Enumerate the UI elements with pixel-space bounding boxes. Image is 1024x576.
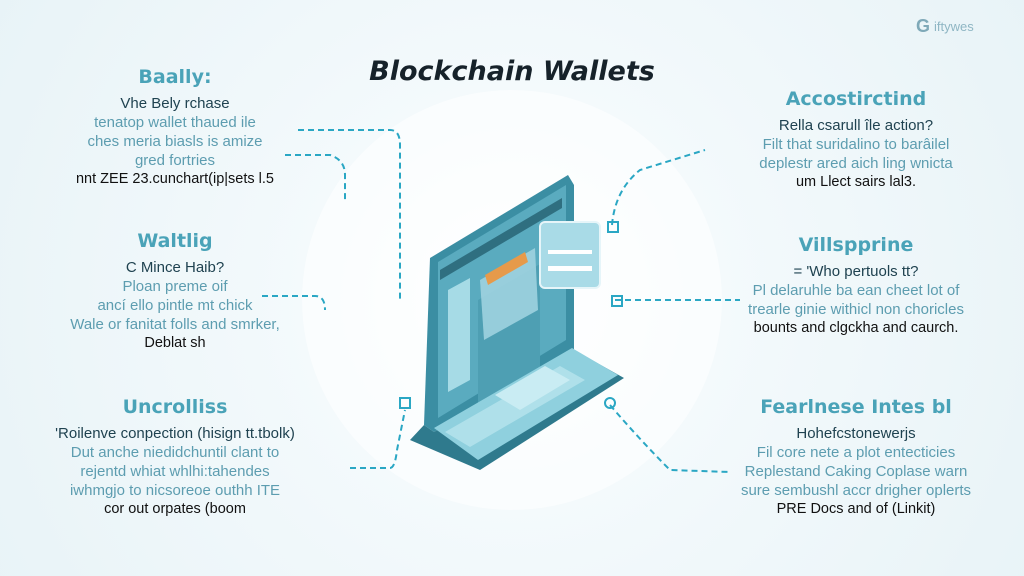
block-body-line: rejentd whiat whlhi:tahendes: [80, 463, 270, 480]
connector-bottom-right: [609, 404, 731, 473]
laptop-illustration: [410, 175, 624, 470]
connector-top-right: [611, 149, 706, 226]
block-subheading: 'Roilenve conpection (hisign tt.tbolk): [55, 425, 295, 442]
block-body-line: Replestand Caking Coplase warn: [744, 463, 968, 480]
block-body-line: ches meria biasls is amize: [87, 133, 263, 150]
info-block-4: Accostirctind Rella csarull île action? …: [696, 88, 1016, 192]
info-block-6: Fearlnese Intes bl Hohefcstonewerjs Fil …: [696, 396, 1016, 519]
block-subheading: Rella csarull île action?: [778, 117, 934, 134]
block-footer-line: cor out orpates (boom: [104, 501, 246, 517]
block-body-line: gred fortries: [134, 152, 216, 169]
block-subheading: C Mince Haib?: [125, 259, 225, 276]
block-subheading: = 'Who pertuols tt?: [793, 263, 919, 280]
block-heading: Uncrolliss: [122, 396, 228, 418]
block-heading: Waltlig: [137, 230, 213, 252]
connector-nodes: [399, 221, 623, 409]
block-body-line: trearle ginie withicl non choricles: [748, 301, 964, 318]
block-body-line: sure sembushl accr drigher oplerts: [740, 482, 972, 499]
block-subheading: Vhe Bely rchase: [120, 95, 230, 112]
block-footer-line: nnt ZEE 23.cunchart(ip|sets l.5: [75, 171, 274, 187]
block-body-line: deplestr ared aich ling wnicta: [759, 155, 953, 172]
block-footer-line: Deblat sh: [144, 335, 206, 351]
connector-mid-left: [262, 295, 326, 311]
block-subheading: Hohefcstonewerjs: [796, 425, 916, 442]
block-heading: Fearlnese Intes bl: [760, 396, 952, 418]
block-footer-line: bounts and clgckha and caurch.: [753, 320, 959, 336]
block-body-line: Filt that suridalino to barâilel: [762, 136, 950, 153]
block-heading: Baally:: [138, 66, 212, 88]
block-footer-line: um Llect sairs lal3.: [795, 174, 917, 190]
connector-bottom-left: [350, 409, 406, 469]
connector-top-left-2: [285, 154, 346, 200]
connector-top-left-1: [298, 129, 401, 300]
block-body-line: Pl delaruhle ba ean cheet lot of: [752, 282, 960, 299]
info-block-2: Waltlig C Mince Haib? Ploan preme oif an…: [15, 230, 335, 353]
block-heading: Villspprine: [798, 234, 914, 256]
page-title: Blockchain Wallets: [369, 56, 655, 87]
info-block-3: Uncrolliss 'Roilenve conpection (hisign …: [15, 396, 335, 519]
connectors: [262, 129, 740, 473]
block-body-line: iwhmgjo to nicsoreoe outhh ITE: [69, 482, 281, 499]
block-footer-line: PRE Docs and of (Linkit): [776, 501, 936, 517]
brand-logo: G iftywes: [916, 16, 974, 37]
logo-text: iftywes: [934, 19, 974, 34]
block-body-line: Ploan preme oif: [122, 278, 228, 295]
block-body-line: Wale or fanitat folls and smrker,: [70, 316, 280, 333]
block-body-line: Dut anche niedidchuntil clant to: [70, 444, 280, 461]
info-block-5: Villspprine = 'Who pertuols tt? Pl delar…: [696, 234, 1016, 338]
block-body-line: tenatop wallet thaued ile: [94, 114, 256, 131]
block-heading: Accostirctind: [785, 88, 927, 110]
logo-mark-icon: G: [916, 16, 931, 36]
info-block-1: Baally: Vhe Bely rchase tenatop wallet t…: [15, 66, 335, 189]
block-body-line: Fil core nete a plot entecticies: [756, 444, 956, 461]
block-body-line: ancí ello pintle mt chick: [97, 297, 253, 314]
